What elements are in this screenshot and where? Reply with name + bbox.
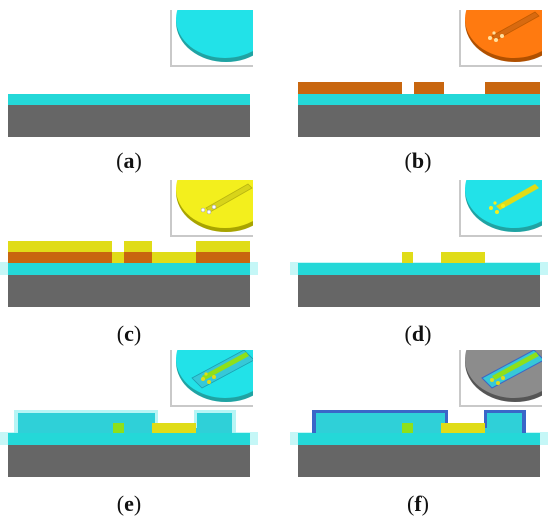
inset-wafer-c: [170, 180, 253, 237]
panel-label-e: (e): [116, 491, 142, 516]
inset-wafer-a: [170, 10, 253, 67]
electrode-f1: [402, 423, 413, 433]
wafer-cyan-e: [176, 350, 253, 398]
inset-wafer-d: [459, 180, 542, 237]
panel-label-b: (b): [404, 148, 432, 173]
electrode-d2: [441, 252, 485, 263]
substrate-a: [8, 105, 250, 137]
cyan-film-d: [298, 263, 540, 275]
resist-block-b1: [298, 82, 402, 94]
cyan-structure-e: [18, 413, 232, 433]
metal-top-c1: [8, 241, 112, 252]
panel-label-d: (d): [404, 321, 432, 346]
metal-top-c2: [124, 241, 152, 252]
substrate-c: [8, 275, 250, 307]
resist-c3: [196, 252, 250, 263]
inset-wafer-e: [170, 350, 253, 407]
electrode-f2: [441, 423, 485, 433]
wafer-cyan: [176, 10, 253, 58]
resist-c1: [8, 252, 112, 263]
resist-block-b3: [485, 82, 540, 94]
inset-wafer-b: [459, 10, 542, 67]
substrate-e: [8, 445, 250, 477]
electrode-e1: [113, 423, 124, 433]
inset-wafer-f: [459, 350, 542, 407]
metal-gap-c1: [112, 252, 124, 263]
wafer-yellow: [176, 180, 253, 228]
electrode-d1: [402, 252, 413, 263]
cyan-film-e: [8, 433, 250, 445]
resist-block-b2: [414, 82, 444, 94]
panel-b: [298, 10, 542, 137]
panel-a: [8, 10, 253, 137]
panel-c: [0, 180, 258, 307]
panel-d: [290, 180, 548, 307]
substrate-f: [298, 445, 540, 477]
panel-e: [0, 350, 258, 477]
cyan-structure-f: [316, 413, 522, 433]
panel-f: [290, 350, 548, 477]
cyan-film-b: [298, 94, 540, 105]
electrode-e2: [152, 423, 196, 433]
metal-gap-c2: [152, 252, 196, 263]
resist-c2: [124, 252, 152, 263]
cyan-film-a: [8, 94, 250, 105]
cyan-film-f: [298, 433, 540, 445]
metal-top-c3: [196, 241, 250, 252]
panel-label-a: (a): [116, 148, 142, 173]
panel-label-c: (c): [116, 321, 142, 346]
substrate-d: [298, 275, 540, 307]
panel-label-f: (f): [407, 491, 429, 516]
cyan-film-c: [8, 263, 250, 275]
substrate-b: [298, 105, 540, 137]
